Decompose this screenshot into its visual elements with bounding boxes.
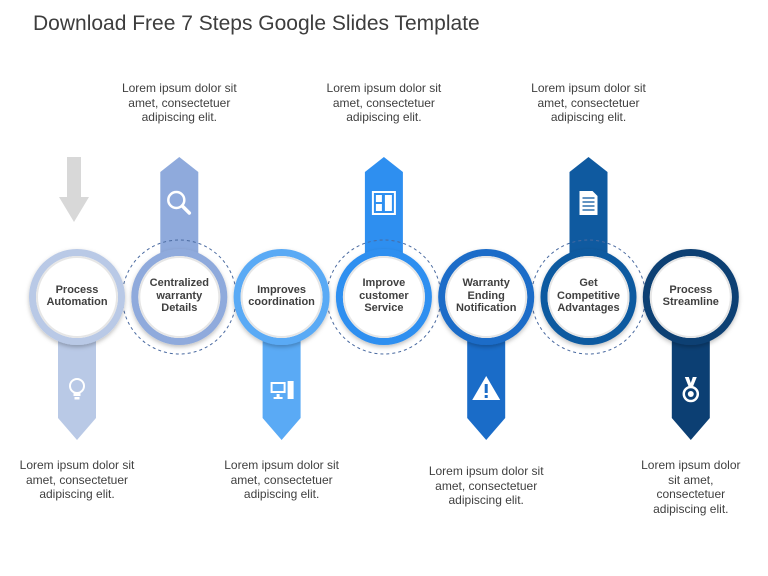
- step-circle-inner: [138, 256, 221, 338]
- down-arrow-icon: [59, 157, 89, 222]
- step-label: Process Automation: [46, 283, 108, 309]
- step-label: Centralized warranty Details: [149, 277, 209, 314]
- lightbulb-icon: [69, 378, 85, 400]
- step-circle-inner: [547, 256, 630, 338]
- step-description: Lorem ipsum dolor sit amet, consectetuer…: [121, 81, 237, 124]
- step-description: Lorem ipsum dolor sit amet, consectetuer…: [641, 458, 741, 516]
- medal-icon: [682, 377, 700, 403]
- step-circle-inner: [649, 256, 732, 338]
- step-label: Process Streamline: [662, 283, 719, 309]
- step-description: Lorem ipsum dolor sit amet, consectetuer…: [224, 458, 339, 501]
- step-description: Lorem ipsum dolor sit amet, consectetuer…: [326, 81, 442, 124]
- step-label: Improves coordination: [248, 283, 315, 309]
- step-label: Warranty Ending Notification: [455, 277, 517, 314]
- warning-icon: [472, 376, 501, 400]
- step-circle-inner: [36, 256, 118, 338]
- step-circle-inner: [445, 256, 528, 338]
- computer-icon: [270, 381, 294, 399]
- step-description: Lorem ipsum dolor sit amet, consectetuer…: [428, 464, 544, 507]
- step-label: Get Competitive Advantages: [557, 277, 620, 314]
- page-title: Download Free 7 Steps Google Slides Temp…: [33, 12, 480, 35]
- step-description: Lorem ipsum dolor sit amet, consectetuer…: [531, 81, 646, 124]
- magnifier-icon: [167, 190, 192, 215]
- layout-icon: [371, 191, 396, 215]
- document-icon: [579, 191, 598, 215]
- step-circle-inner: [240, 256, 323, 338]
- step-description: Lorem ipsum dolor sit amet, consectetuer…: [19, 458, 135, 501]
- step-circle-inner: [342, 256, 425, 338]
- step-label: Improve customer Service: [359, 277, 409, 314]
